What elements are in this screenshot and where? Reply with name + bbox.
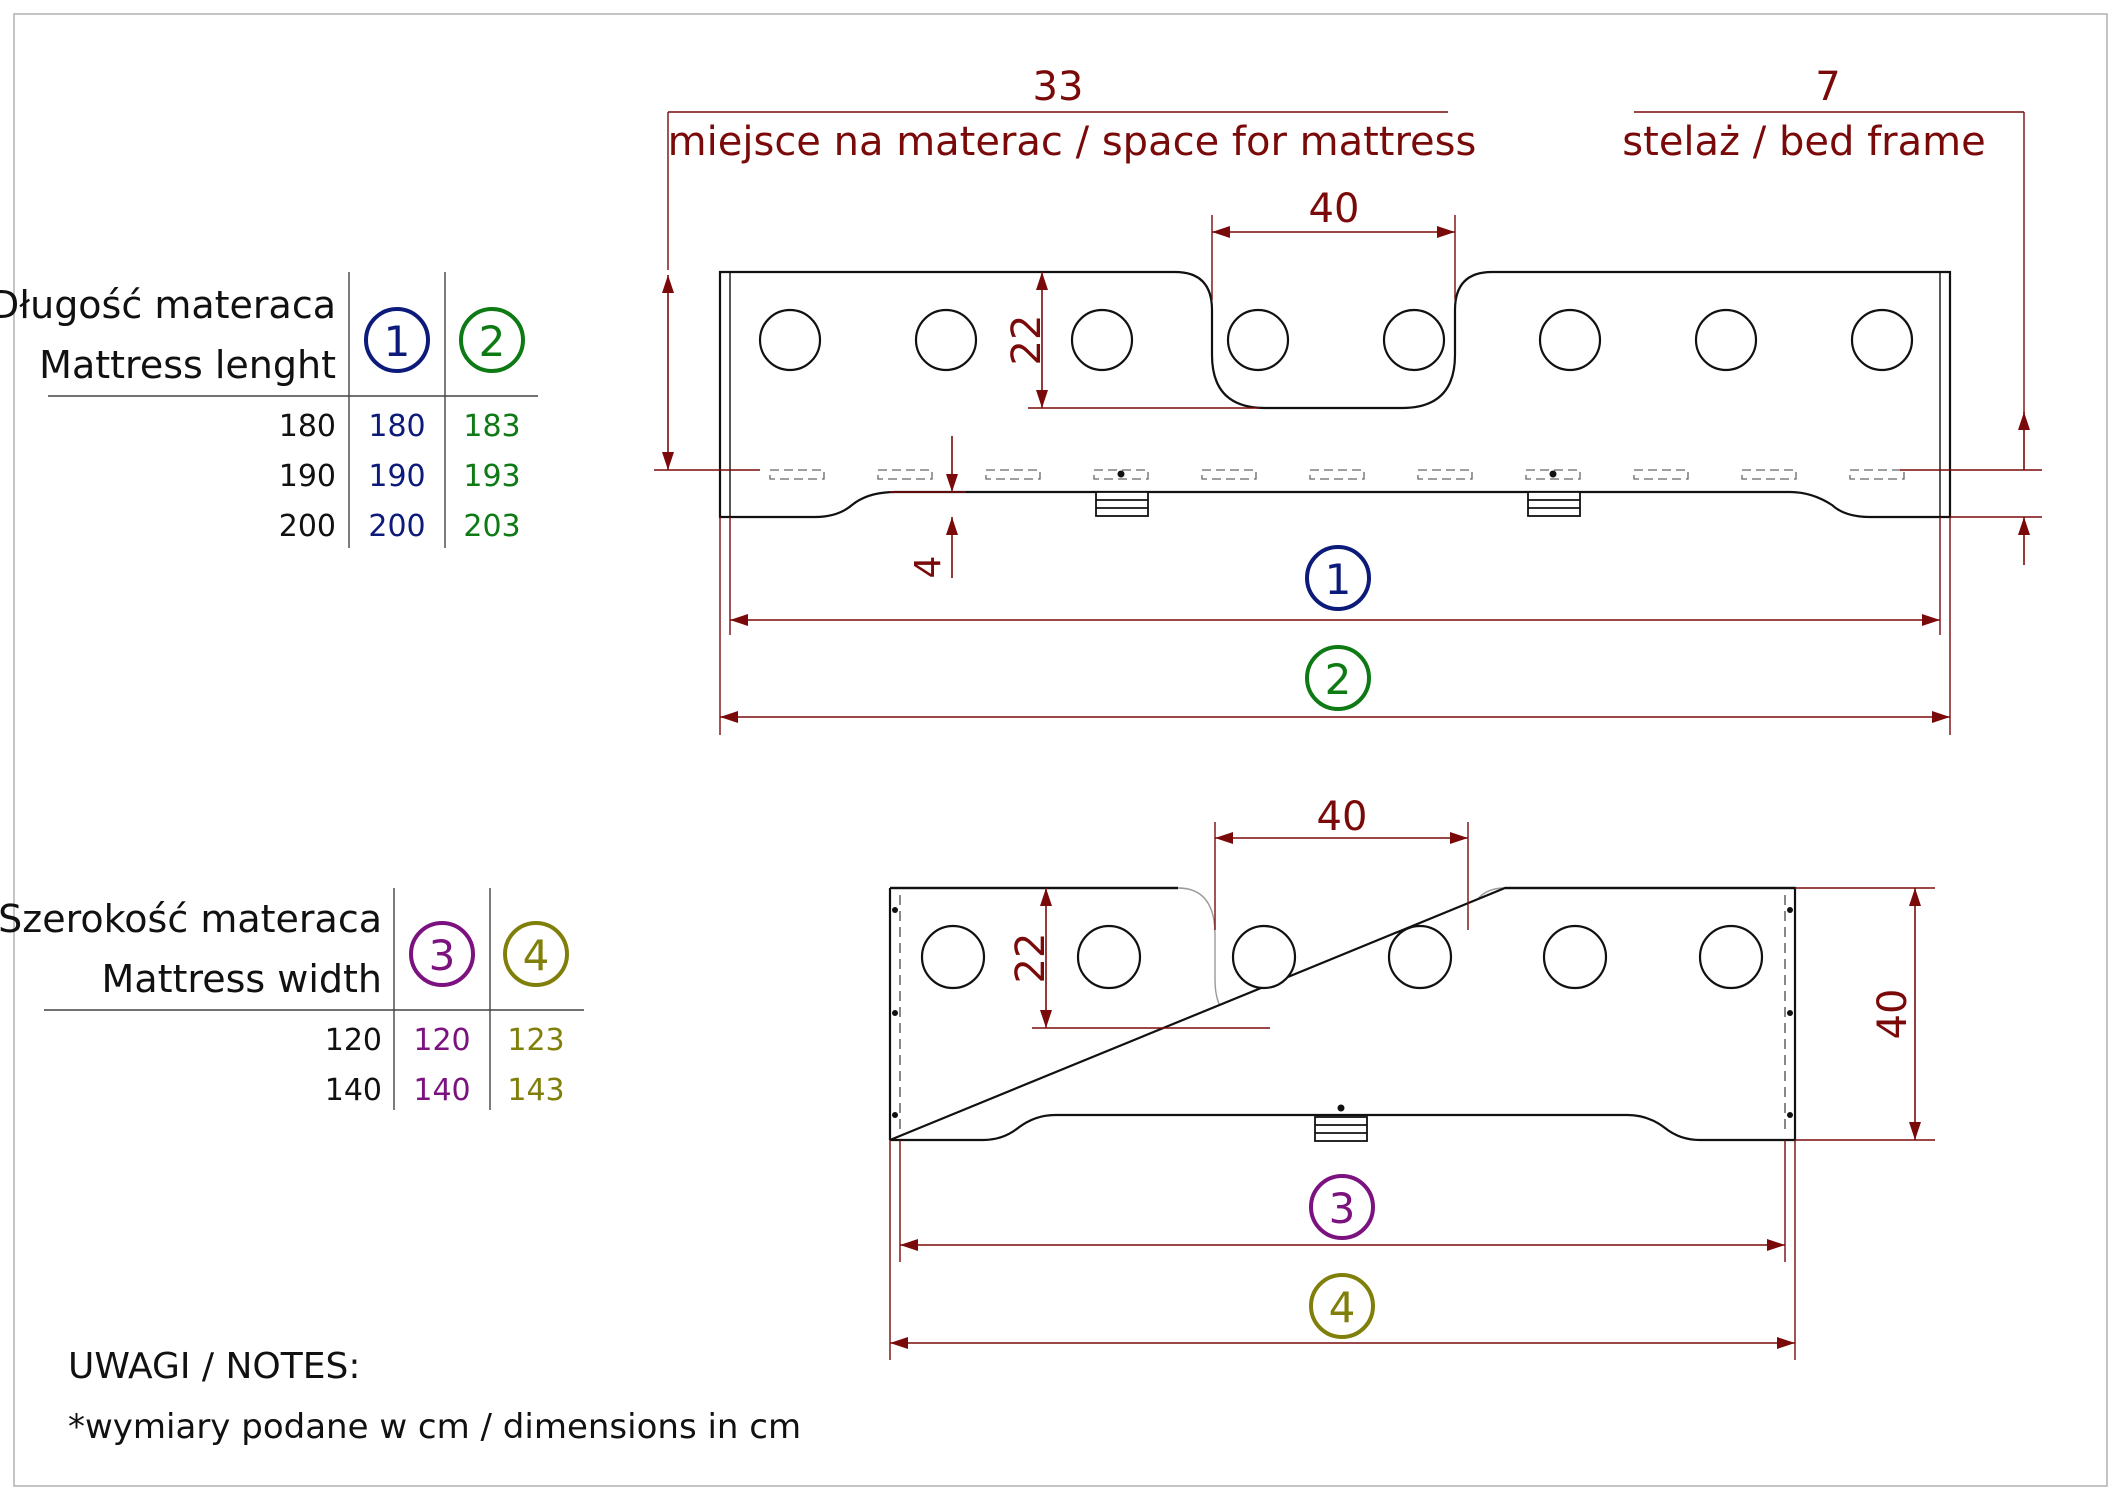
svg-text:190: 190 xyxy=(279,459,336,494)
notes: UWAGI / NOTES: *wymiary podane w cm / di… xyxy=(68,1346,801,1447)
hole xyxy=(758,308,822,372)
dim-notch-width-value: 40 xyxy=(1309,186,1360,232)
dim-short-outer-width: 4 xyxy=(889,1140,1796,1360)
svg-text:1: 1 xyxy=(384,317,411,366)
svg-text:120: 120 xyxy=(413,1023,470,1058)
width-table-heading-pl: Szerokość materaca xyxy=(0,897,382,941)
screw-point xyxy=(1549,470,1557,478)
long-side-panel xyxy=(718,270,1952,519)
dim-short-notch-depth: 22 xyxy=(1008,888,1270,1029)
svg-text:4: 4 xyxy=(523,931,550,980)
bracket xyxy=(1095,491,1149,517)
length-table-row: 200 200 203 xyxy=(279,509,521,544)
svg-text:190: 190 xyxy=(368,459,425,494)
notes-line-1: *wymiary podane w cm / dimensions in cm xyxy=(68,1407,801,1447)
dim-notch-depth-value: 22 xyxy=(1004,315,1050,366)
dim-frame-value: 7 xyxy=(1815,64,1840,110)
top-drawing: 33 miejsce na materac / space for mattre… xyxy=(654,64,2042,735)
dim-mattress-value: 33 xyxy=(1033,64,1084,110)
svg-text:120: 120 xyxy=(325,1023,382,1058)
hole xyxy=(920,924,986,990)
notes-heading: UWAGI / NOTES: xyxy=(68,1346,360,1387)
width-table: Szerokość materaca Mattress width 3 4 12… xyxy=(0,888,584,1110)
svg-text:3: 3 xyxy=(1329,1184,1356,1233)
hole xyxy=(1850,308,1914,372)
svg-text:180: 180 xyxy=(279,409,336,444)
short-side-panel xyxy=(889,886,1797,1142)
svg-text:3: 3 xyxy=(429,931,456,980)
bracket xyxy=(1314,1116,1368,1142)
svg-text:180: 180 xyxy=(368,409,425,444)
length-table-row: 190 190 193 xyxy=(279,459,521,494)
marker-2 xyxy=(1305,645,1371,711)
svg-text:143: 143 xyxy=(507,1073,564,1108)
width-table-marker-3: 3 xyxy=(409,921,475,987)
sheet-border xyxy=(13,13,2108,1487)
svg-text:4: 4 xyxy=(1329,1283,1356,1332)
length-table: Długość materaca Mattress lenght 1 2 180… xyxy=(0,272,538,548)
hole xyxy=(1226,308,1290,372)
width-table-marker-4: 4 xyxy=(503,921,569,987)
hole xyxy=(1698,924,1764,990)
dim-notch-depth: 22 xyxy=(1004,272,1260,409)
length-table-row: 180 180 183 xyxy=(279,409,521,444)
length-table-marker-2: 2 xyxy=(459,307,525,373)
svg-text:193: 193 xyxy=(463,459,520,494)
dim-cutout-depth: 4 xyxy=(890,436,966,578)
width-table-row: 140 140 143 xyxy=(325,1073,565,1108)
svg-text:2: 2 xyxy=(479,317,506,366)
dim-short-inner-width: 3 xyxy=(899,1140,1786,1262)
width-table-heading-en: Mattress width xyxy=(102,957,382,1001)
hole xyxy=(1070,308,1134,372)
hole xyxy=(1231,924,1297,990)
svg-text:183: 183 xyxy=(463,409,520,444)
dim-short-height-value: 40 xyxy=(1870,989,1916,1040)
svg-text:200: 200 xyxy=(368,509,425,544)
dim-short-height: 40 xyxy=(1795,887,1935,1141)
dim-notch-width: 40 xyxy=(1211,186,1456,300)
dim-outer-length: 2 xyxy=(719,517,1951,735)
marker-1 xyxy=(1305,545,1371,611)
dim-mattress-space: 33 miejsce na materac / space for mattre… xyxy=(654,64,1477,471)
dim-inner-length: 1 xyxy=(729,517,1941,635)
hole xyxy=(1694,308,1758,372)
dim-bed-frame: 7 stelaż / bed frame xyxy=(1622,64,2042,565)
marker-3 xyxy=(1309,1174,1375,1240)
hole xyxy=(1076,924,1142,990)
short-side-dots xyxy=(892,907,1793,1118)
svg-text:123: 123 xyxy=(507,1023,564,1058)
hole xyxy=(1387,924,1453,990)
hole xyxy=(914,308,978,372)
width-table-row: 120 120 123 xyxy=(325,1023,565,1058)
dim-cutout-depth-value: 4 xyxy=(908,556,949,579)
hole xyxy=(1542,924,1608,990)
bottom-drawing: 40 22 40 3 4 xyxy=(888,794,1935,1360)
dim-short-notch-width: 40 xyxy=(1214,794,1469,930)
short-side-holes xyxy=(920,924,1764,990)
svg-text:2: 2 xyxy=(1325,655,1352,704)
svg-text:1: 1 xyxy=(1325,555,1352,604)
dim-frame-label: stelaż / bed frame xyxy=(1622,119,1985,165)
svg-text:140: 140 xyxy=(413,1073,470,1108)
svg-text:200: 200 xyxy=(279,509,336,544)
dim-short-notch-depth-value: 22 xyxy=(1008,933,1054,984)
screw-point xyxy=(1117,470,1125,478)
svg-text:140: 140 xyxy=(325,1073,382,1108)
bracket xyxy=(1527,491,1581,517)
dim-mattress-label: miejsce na materac / space for mattress xyxy=(668,119,1477,165)
length-table-marker-1: 1 xyxy=(364,307,430,373)
long-side-holes xyxy=(758,308,1914,372)
hole xyxy=(1538,308,1602,372)
hidden-slat-slots xyxy=(769,469,1905,480)
dim-short-notch-width-value: 40 xyxy=(1317,794,1368,840)
length-table-heading-en: Mattress lenght xyxy=(39,343,336,387)
marker-4 xyxy=(1309,1273,1375,1339)
length-table-heading-pl: Długość materaca xyxy=(0,283,336,327)
hole xyxy=(1382,308,1446,372)
svg-text:203: 203 xyxy=(463,509,520,544)
